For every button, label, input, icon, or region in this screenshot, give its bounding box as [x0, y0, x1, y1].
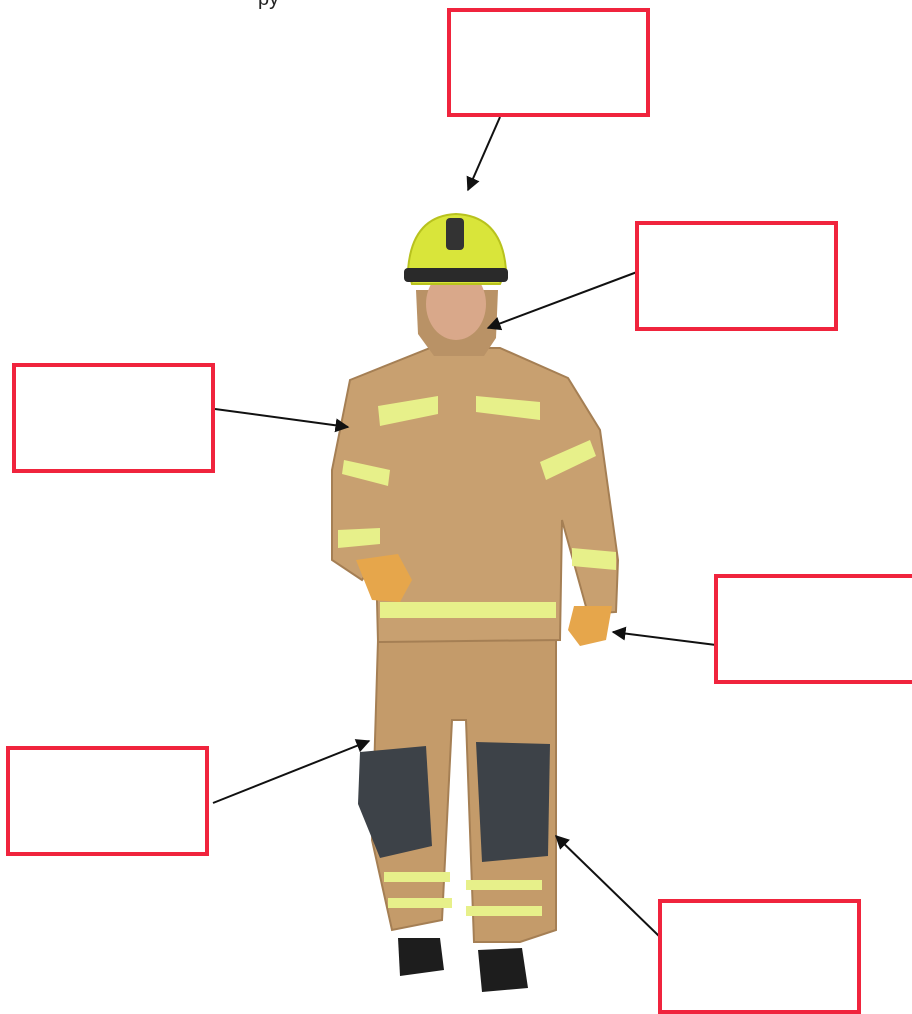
helmet-crest [446, 218, 464, 250]
left-boot [398, 938, 444, 976]
hem-band [380, 602, 556, 618]
pointer-arrow [215, 409, 348, 427]
label-box-gloves[interactable] [714, 574, 912, 684]
label-box-knee-pads[interactable] [658, 899, 861, 1014]
label-box-hood[interactable] [635, 221, 838, 331]
pointer-arrow [556, 836, 660, 937]
helmet-visor-band [404, 268, 508, 282]
pointer-arrow [468, 117, 500, 190]
right-glove [568, 606, 612, 646]
label-box-jacket[interactable] [12, 363, 215, 473]
pointer-arrow [213, 741, 369, 803]
label-box-trousers[interactable] [6, 746, 209, 856]
right-boot [478, 948, 528, 992]
trouser-band [466, 906, 542, 916]
pointer-arrow [613, 632, 716, 645]
trouser-band [388, 898, 452, 908]
right-knee-pad [476, 742, 550, 862]
label-box-helmet[interactable] [447, 8, 650, 117]
pointer-arrow [488, 272, 637, 328]
trouser-band [466, 880, 542, 890]
left-knee-pad [358, 746, 432, 858]
trouser-band [384, 872, 450, 882]
